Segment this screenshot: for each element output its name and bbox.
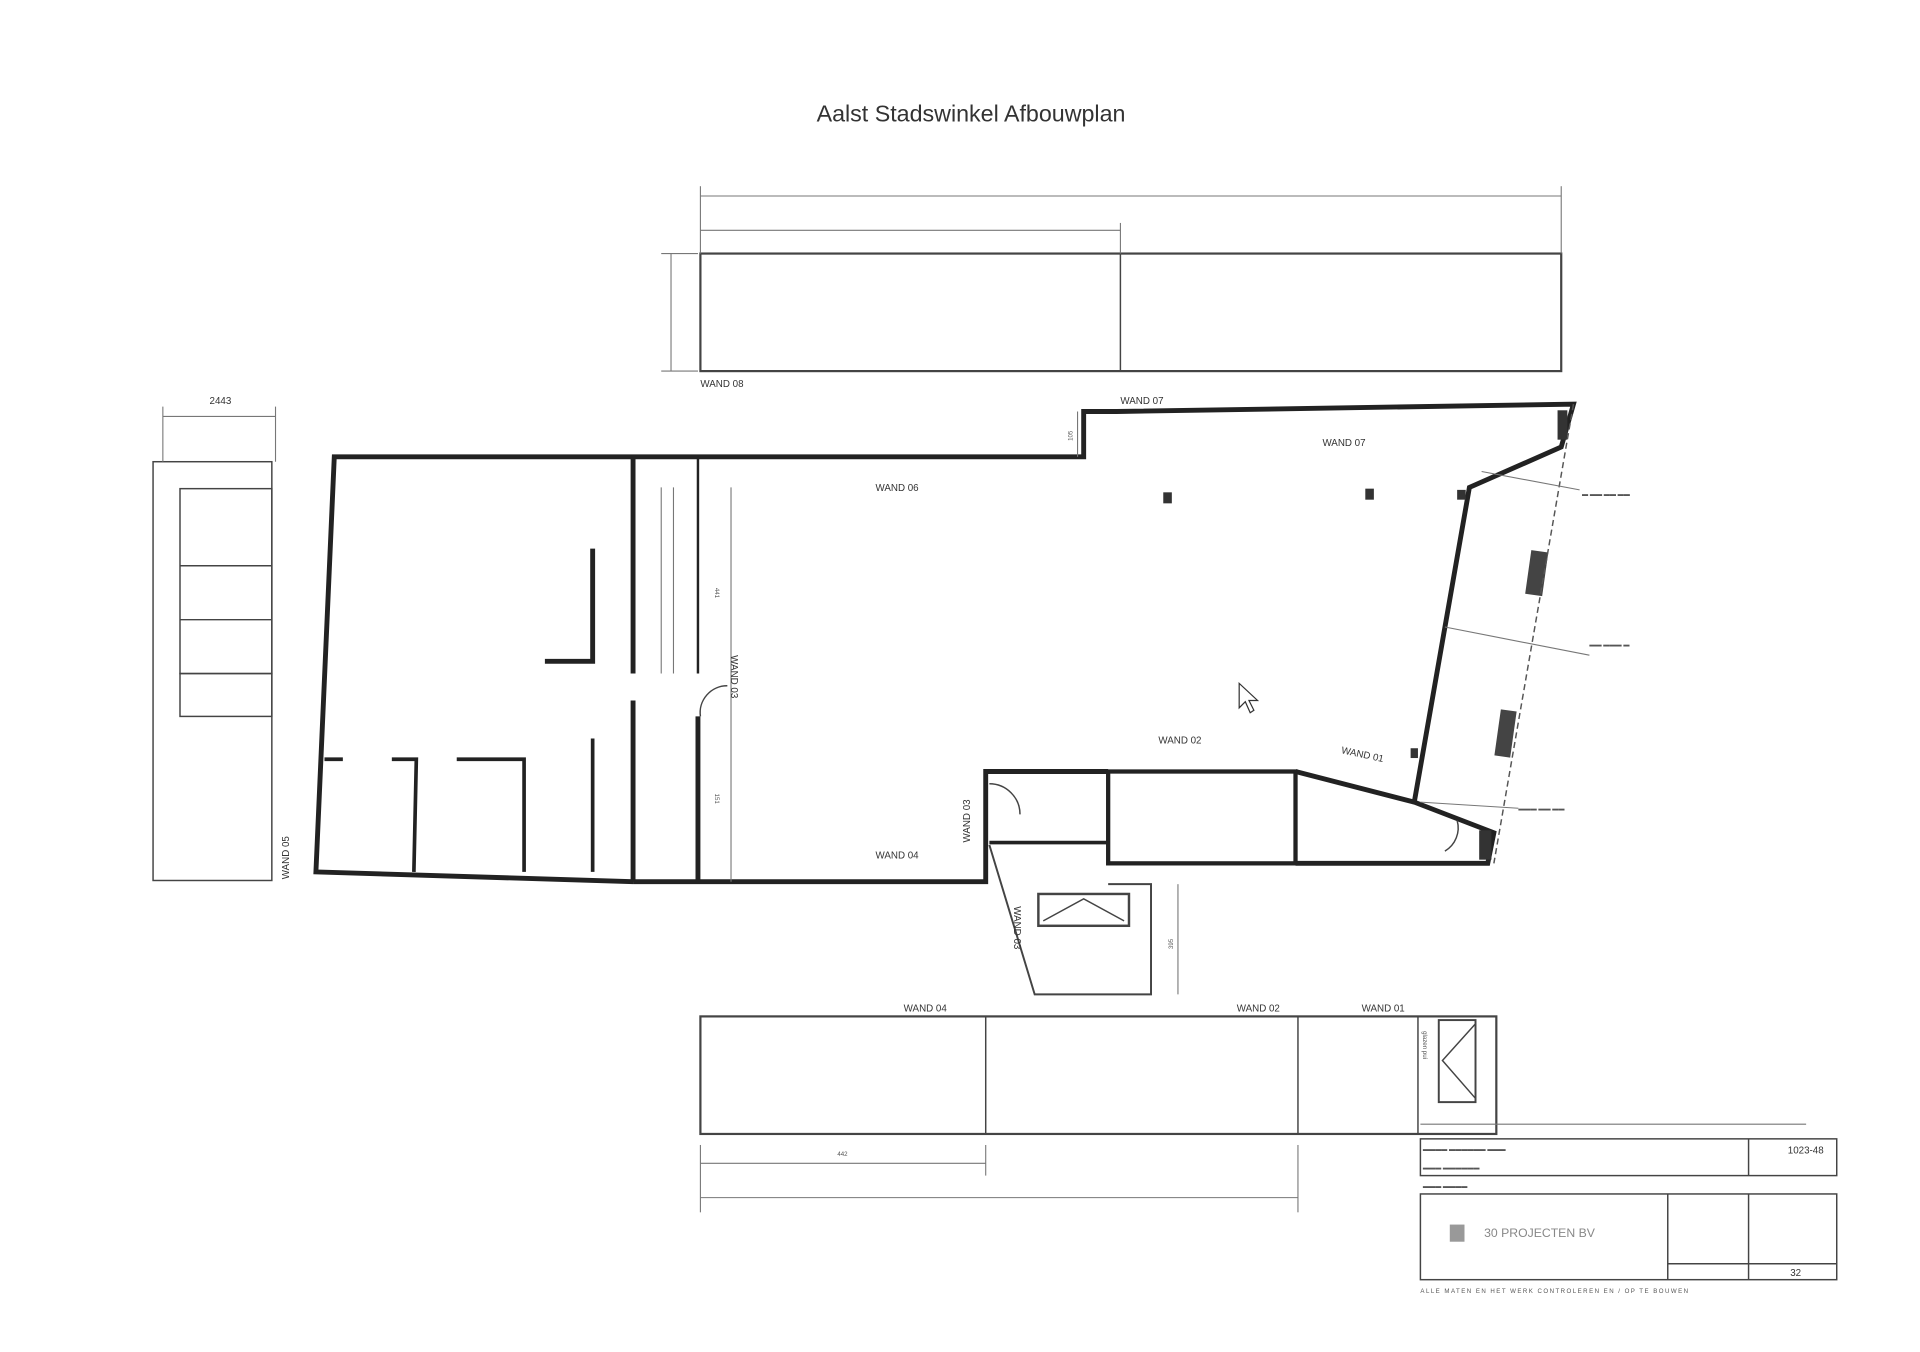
company-logo-icon	[1449, 1224, 1465, 1242]
pillar	[1525, 550, 1549, 597]
column	[1410, 748, 1418, 759]
annotation-facade-mid: ▬▬ ▬▬▬ ▬	[1589, 642, 1630, 649]
wall-label-wand-04: WAND 04	[876, 850, 920, 861]
dimension-vertical-top: 441	[713, 588, 720, 599]
wall-label-wand-06: WAND 06	[876, 483, 920, 494]
mouse-cursor-icon	[1238, 681, 1260, 714]
wall-label-wand-01: WAND 01	[1340, 745, 1384, 765]
left-elevation: 2443 WAND 05	[152, 396, 292, 882]
column	[1457, 489, 1466, 500]
annotation-facade-top: ▬ ▬▬ ▬▬ ▬▬	[1582, 491, 1631, 498]
column	[1163, 492, 1172, 504]
wall-label-wand-03-door: WAND 03	[728, 655, 739, 699]
pillar	[1494, 709, 1517, 758]
main-floor-plan: 395 ▬ ▬▬ ▬▬ ▬▬ ▬▬ ▬▬▬ ▬ ▬▬▬ ▬▬ ▬▬ 105 44…	[313, 396, 1631, 996]
title-block: ▬▬▬▬ ▬▬▬▬▬▬ ▬▬▬ ▬▬▬ ▬▬▬▬▬▬ ▬▬▬ ▬▬▬▬ 1023…	[1419, 1123, 1838, 1295]
drawing-number: 1023-48	[1788, 1146, 1824, 1157]
dimension-stair-depth: 395	[1168, 938, 1175, 949]
column	[1557, 410, 1568, 440]
dimension-bottom-short: 442	[837, 1151, 848, 1158]
dimension-left-width: 2443	[210, 396, 232, 407]
top-elevation: WAND 08	[661, 186, 1563, 390]
wall-label-wand-02: WAND 02	[1158, 735, 1201, 746]
wall-label-wand-07: WAND 07	[1322, 438, 1365, 449]
wall-label-wand-01-elev: WAND 01	[1362, 1004, 1405, 1015]
svg-text:▬▬▬ ▬▬▬▬: ▬▬▬ ▬▬▬▬	[1423, 1183, 1468, 1190]
wall-label-wand-03-stair: WAND 03	[1011, 906, 1022, 950]
wall-label-wand-08: WAND 08	[700, 379, 744, 390]
dimension-vertical-bottom: 151	[713, 794, 720, 805]
wall-label-wand-03: WAND 03	[962, 799, 973, 843]
bottom-elevation: glazen pui WAND 04 WAND 02 WAND 01 442	[699, 1004, 1498, 1213]
annotation-facade-bottom: ▬▬▬ ▬▬ ▬▬	[1518, 806, 1565, 813]
column	[1479, 830, 1492, 860]
drawing-title: Aalst Stadswinkel Afbouwplan	[817, 100, 1126, 126]
dimension-step: 105	[1068, 430, 1075, 441]
sheet-number: 32	[1790, 1268, 1801, 1279]
column	[1365, 488, 1374, 500]
title-block-footer: ALLE MATEN EN HET WERK CONTROLEREN EN / …	[1420, 1288, 1689, 1295]
window-label: glazen pui	[1421, 1031, 1428, 1059]
wall-label-wand-02-elev: WAND 02	[1237, 1004, 1280, 1015]
wall-label-wand-05: WAND 05	[281, 836, 292, 880]
wall-label-wand-07-top: WAND 07	[1120, 396, 1163, 407]
wall-label-wand-04-elev: WAND 04	[904, 1004, 948, 1015]
company-name: 30 PROJECTEN BV	[1484, 1226, 1596, 1240]
svg-text:▬▬▬▬ ▬▬▬▬▬▬ ▬▬▬: ▬▬▬▬ ▬▬▬▬▬▬ ▬▬▬	[1423, 1146, 1507, 1153]
svg-text:▬▬▬ ▬▬▬▬▬▬: ▬▬▬ ▬▬▬▬▬▬	[1423, 1164, 1481, 1171]
